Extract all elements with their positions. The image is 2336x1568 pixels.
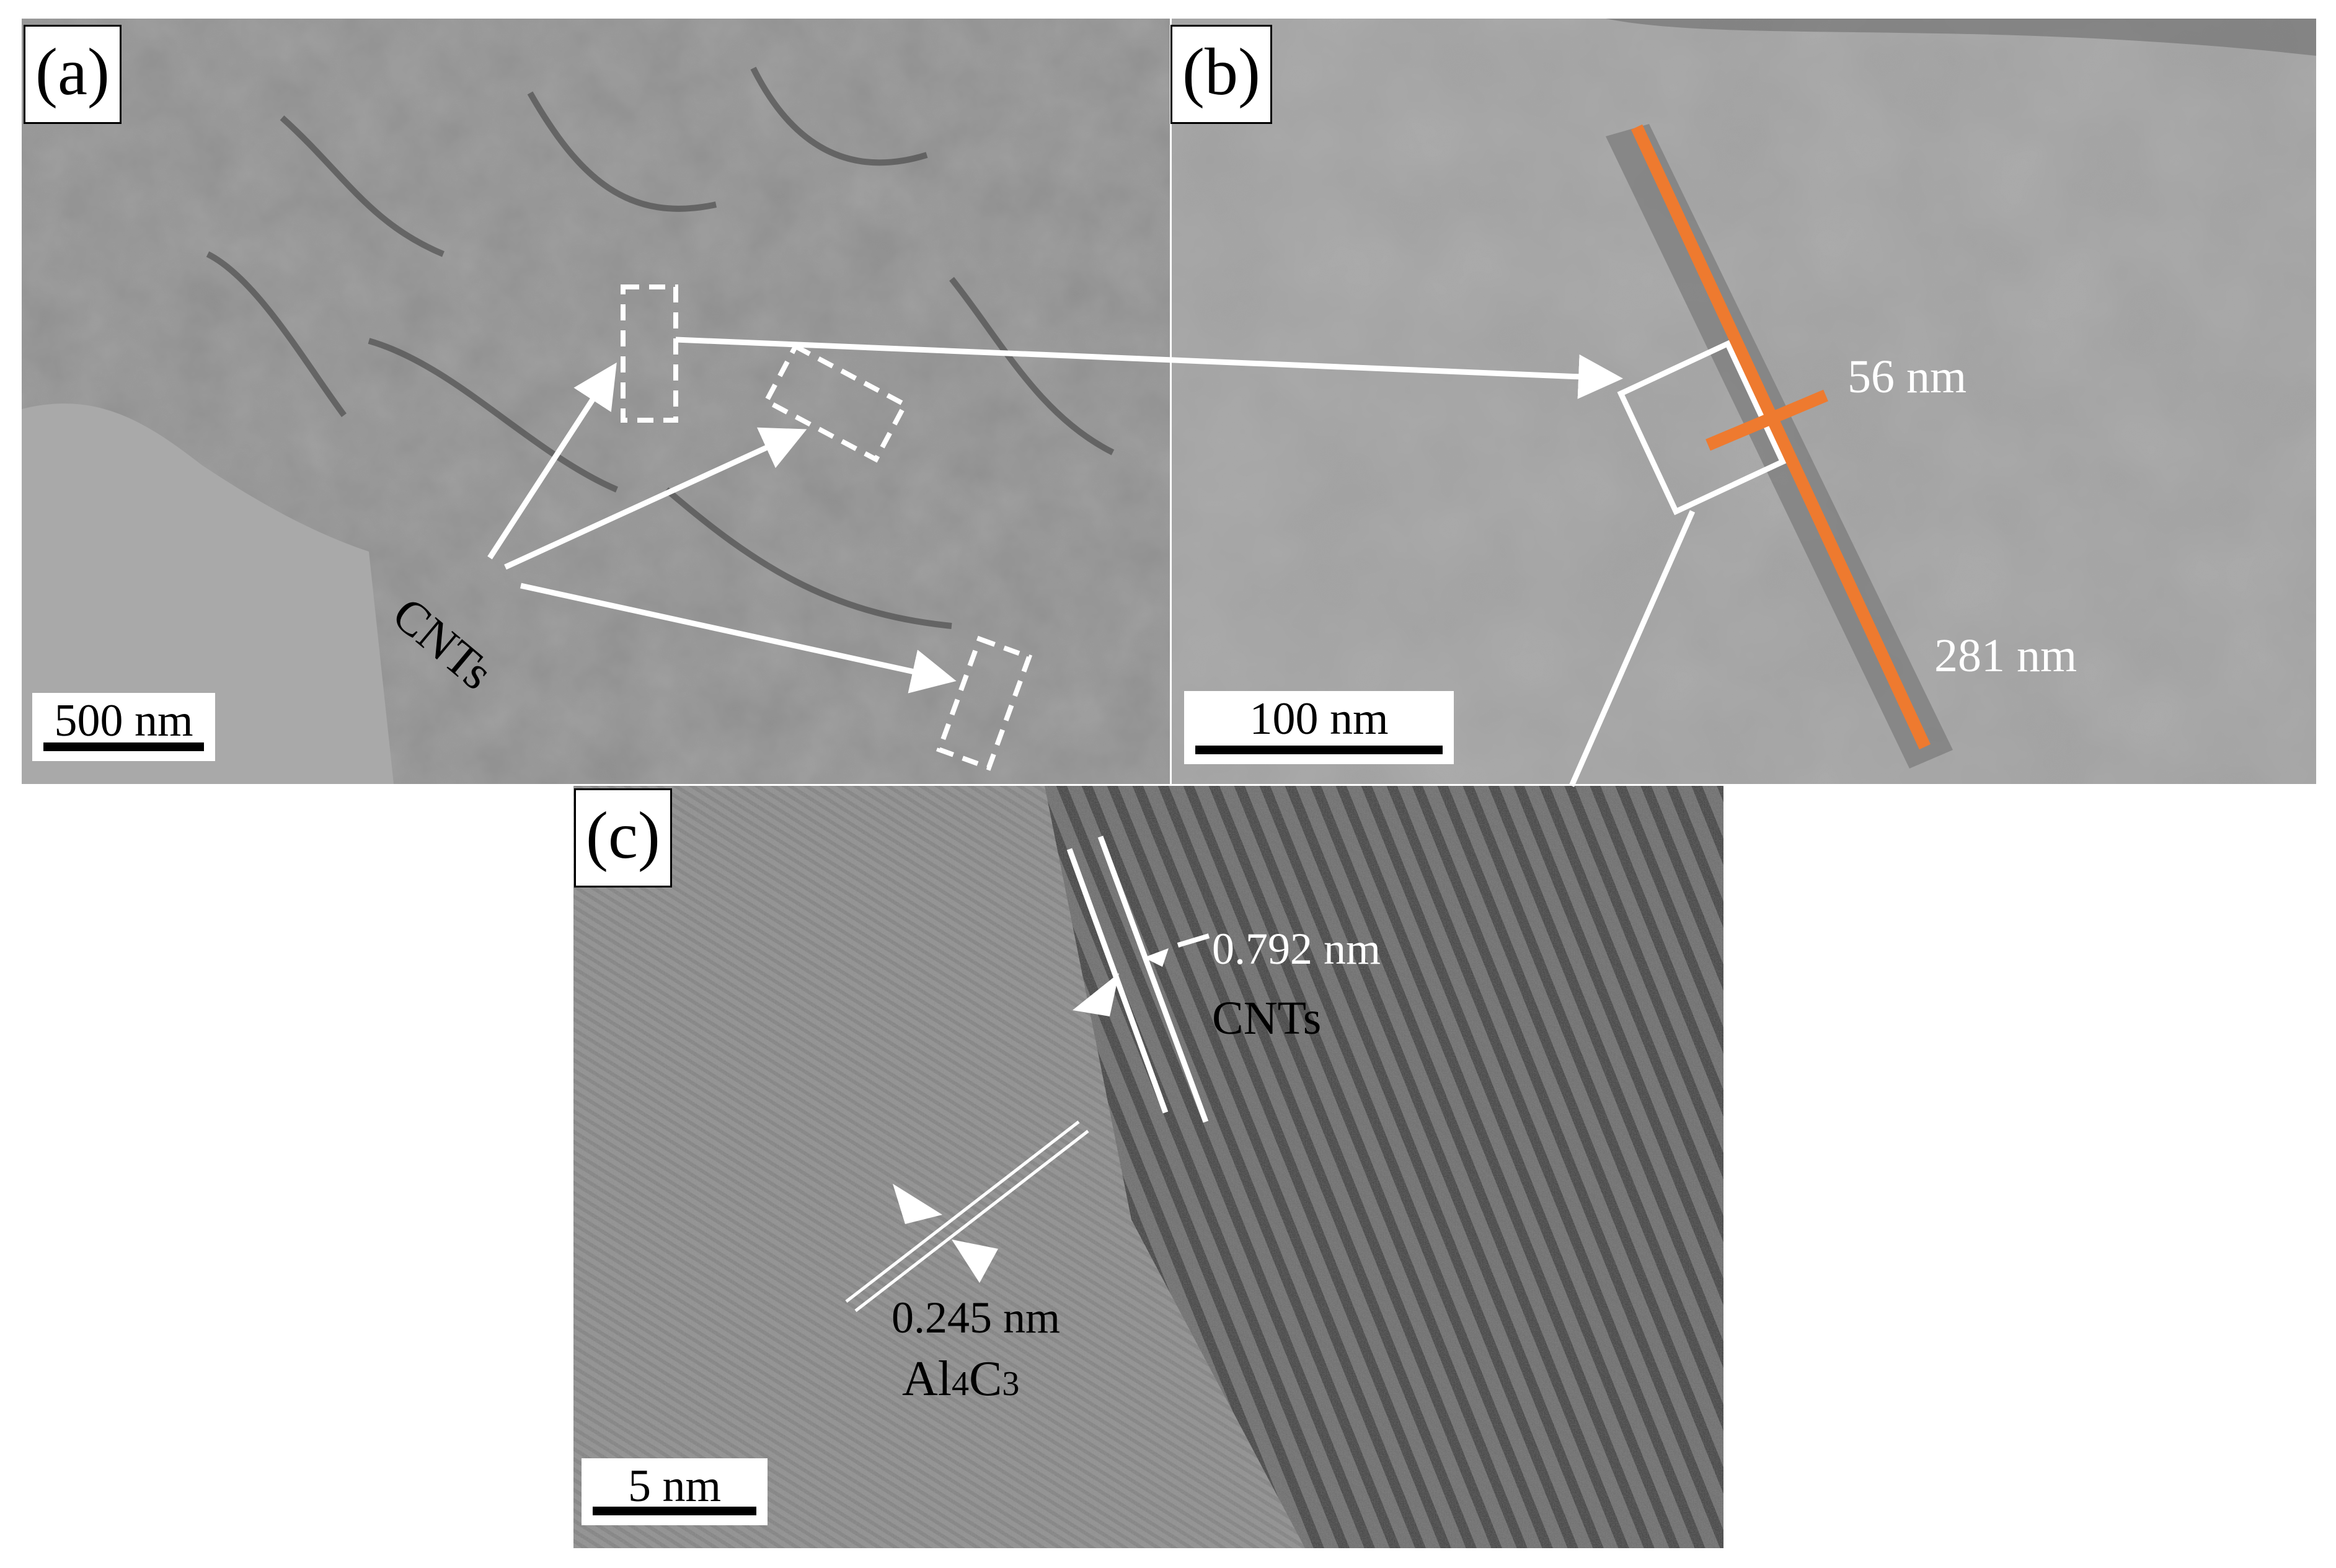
scale-bar-a: 500 nm <box>32 693 215 761</box>
panel-c-micrograph <box>573 786 1723 1548</box>
scale-bar-c: 5 nm <box>582 1458 768 1525</box>
panel-b-image <box>1172 19 2316 784</box>
al4c3-phase-label: Al4C3 <box>902 1354 1019 1404</box>
al4c3-phase-sub1: 4 <box>952 1365 969 1403</box>
panel-a-micrograph <box>22 19 1170 784</box>
scale-bar-b: 100 nm <box>1184 691 1454 764</box>
al4c3-phase-c: C <box>969 1352 1002 1406</box>
scale-bar-a-line <box>43 742 204 751</box>
panel-b-letter: (b) <box>1170 25 1272 124</box>
length-label-b: 281 nm <box>1934 630 2077 682</box>
cnt-phase-label: CNTs <box>1212 992 1322 1044</box>
panel-a-letter: (a) <box>24 25 122 124</box>
panel-a-image <box>22 19 1170 784</box>
panel-c-letter: (c) <box>574 788 672 888</box>
scale-bar-c-line <box>593 1507 756 1515</box>
panel-c-image <box>573 786 1723 1548</box>
scale-bar-b-line <box>1195 746 1443 754</box>
cnt-spacing-label: 0.792 nm <box>1212 924 1381 974</box>
al4c3-spacing-label: 0.245 nm <box>891 1293 1061 1342</box>
al4c3-phase-sub2: 3 <box>1002 1365 1020 1403</box>
panel-b-micrograph <box>1172 19 2316 784</box>
width-label-b: 56 nm <box>1847 351 1967 403</box>
scale-bar-a-label: 500 nm <box>54 695 193 746</box>
scale-bar-c-label: 5 nm <box>627 1461 722 1512</box>
al4c3-phase-al: Al <box>902 1352 952 1406</box>
scale-bar-b-label: 100 nm <box>1249 694 1389 744</box>
